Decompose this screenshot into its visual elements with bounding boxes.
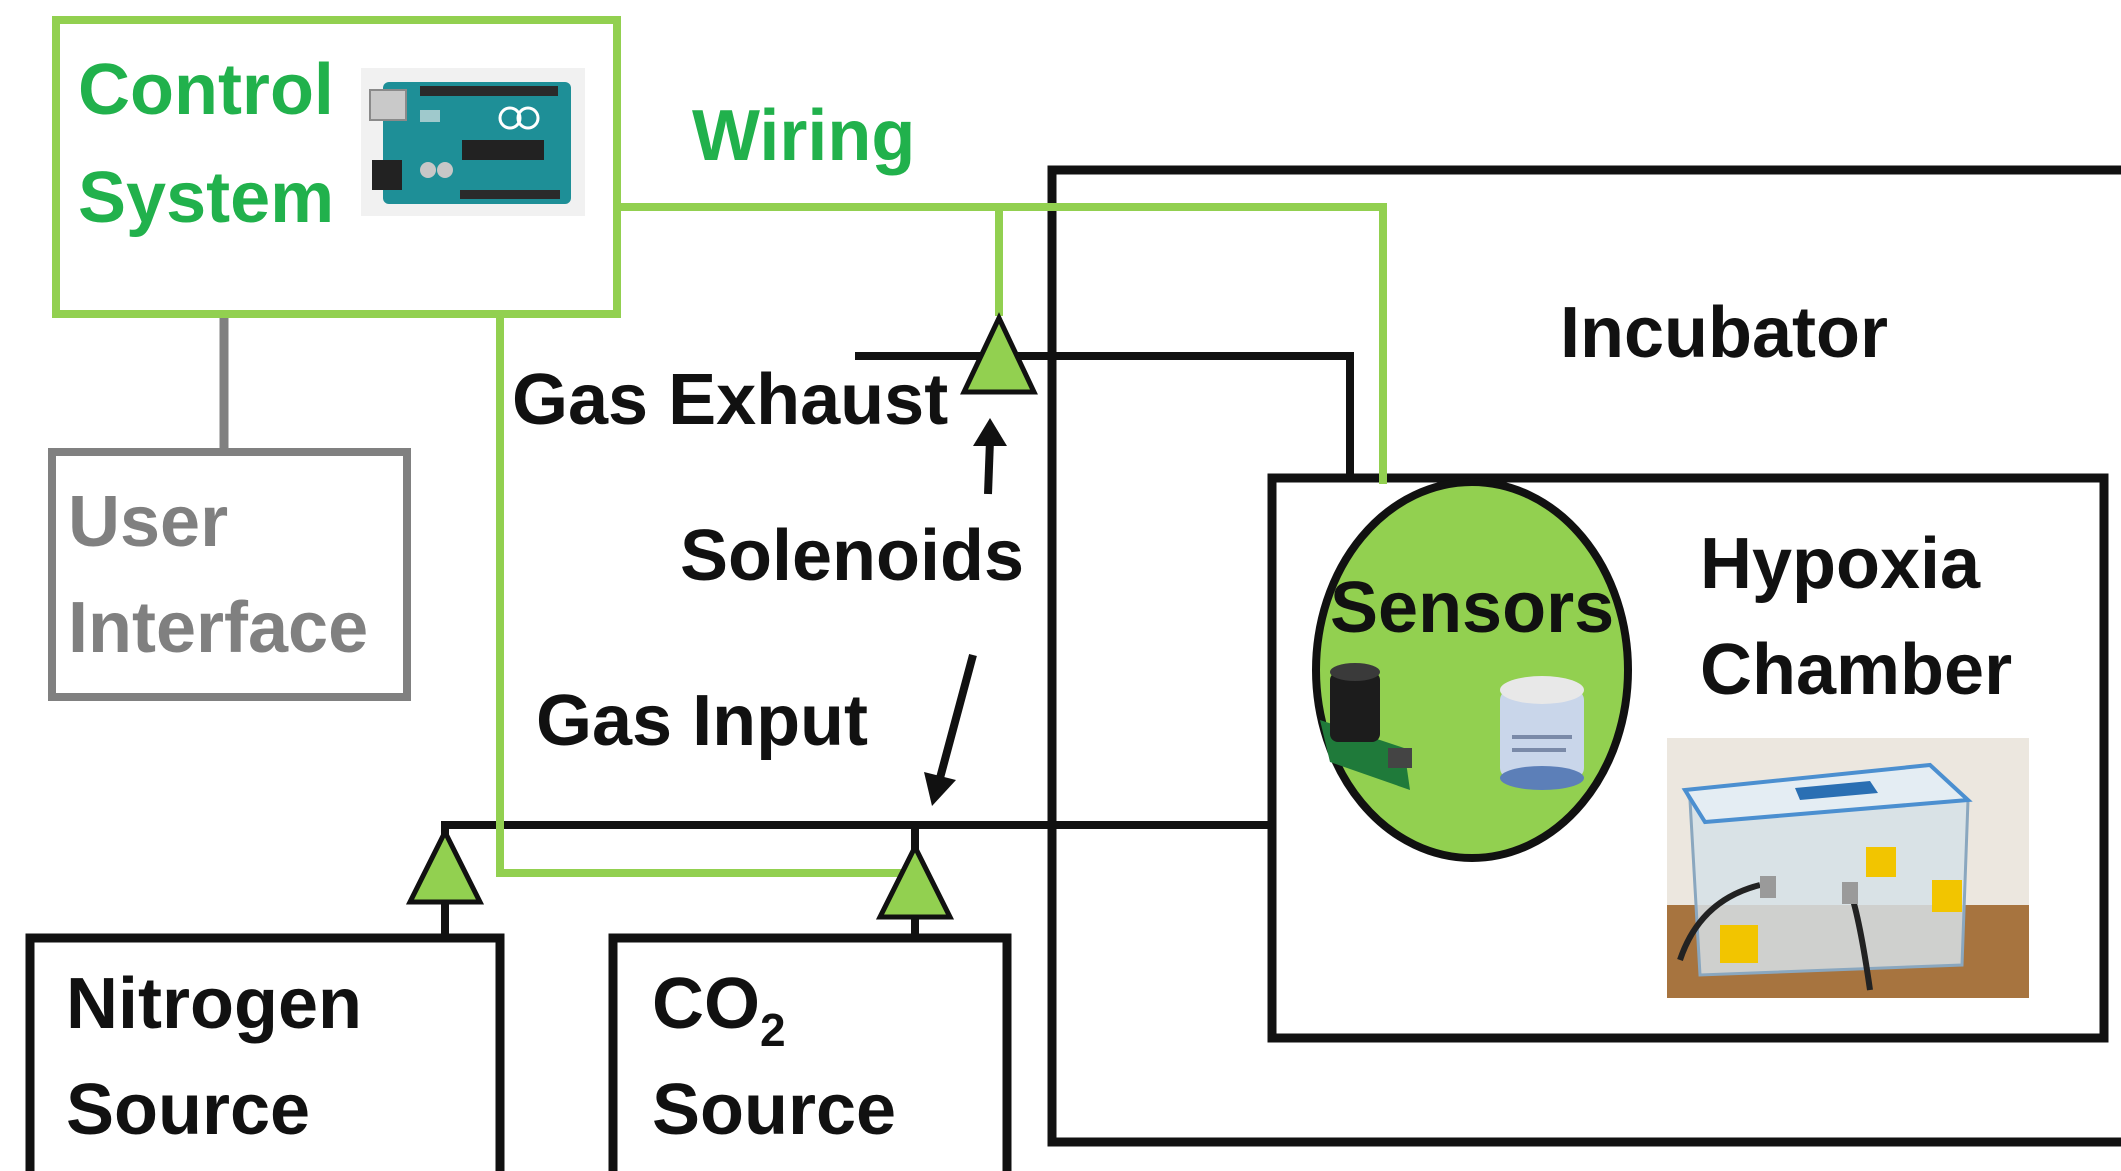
hypoxia-chamber-label-1: Hypoxia (1700, 524, 1981, 604)
user-interface-label-1: User (68, 482, 228, 562)
solenoid-arrow-down (924, 653, 977, 806)
sensors-label: Sensors (1330, 568, 1614, 648)
arduino-board-image (361, 68, 585, 216)
gas-input-label: Gas Input (536, 681, 868, 761)
wiring-label: Wiring (692, 96, 915, 176)
nitrogen-source-box (25, 933, 505, 1171)
control-system-label-2: System (78, 158, 334, 238)
co2-source-label-1: CO2 (652, 964, 786, 1056)
nitrogen-source-label-2: Source (66, 1070, 310, 1150)
co2-solenoid-valve (875, 841, 955, 920)
solenoid-arrow-up (973, 418, 1007, 495)
hypoxia-chamber-photo (1667, 738, 2029, 998)
user-interface-box (48, 448, 411, 701)
exhaust-solenoid-valve (960, 312, 1038, 395)
incubator-label: Incubator (1560, 293, 1888, 373)
wiring-to-sensors (620, 203, 1387, 484)
user-interface-label-2: Interface (68, 588, 368, 668)
gas-exhaust-label: Gas Exhaust (512, 360, 948, 440)
gas-input-line (441, 821, 1272, 858)
co2-source-label-2: Source (652, 1070, 896, 1150)
hypoxia-chamber-label-2: Chamber (1700, 630, 2012, 710)
co2-source-box (608, 933, 1012, 1171)
control-system-label-1: Control (78, 50, 334, 130)
solenoids-label: Solenoids (680, 516, 1024, 596)
nitrogen-source-label-1: Nitrogen (66, 964, 362, 1044)
nitrogen-solenoid-valve (405, 826, 485, 905)
co2-sensor-image (1320, 663, 1412, 790)
o2-sensor-image (1500, 676, 1584, 790)
incubator-box (1047, 165, 2121, 1147)
gas-exhaust-line (855, 352, 1354, 478)
